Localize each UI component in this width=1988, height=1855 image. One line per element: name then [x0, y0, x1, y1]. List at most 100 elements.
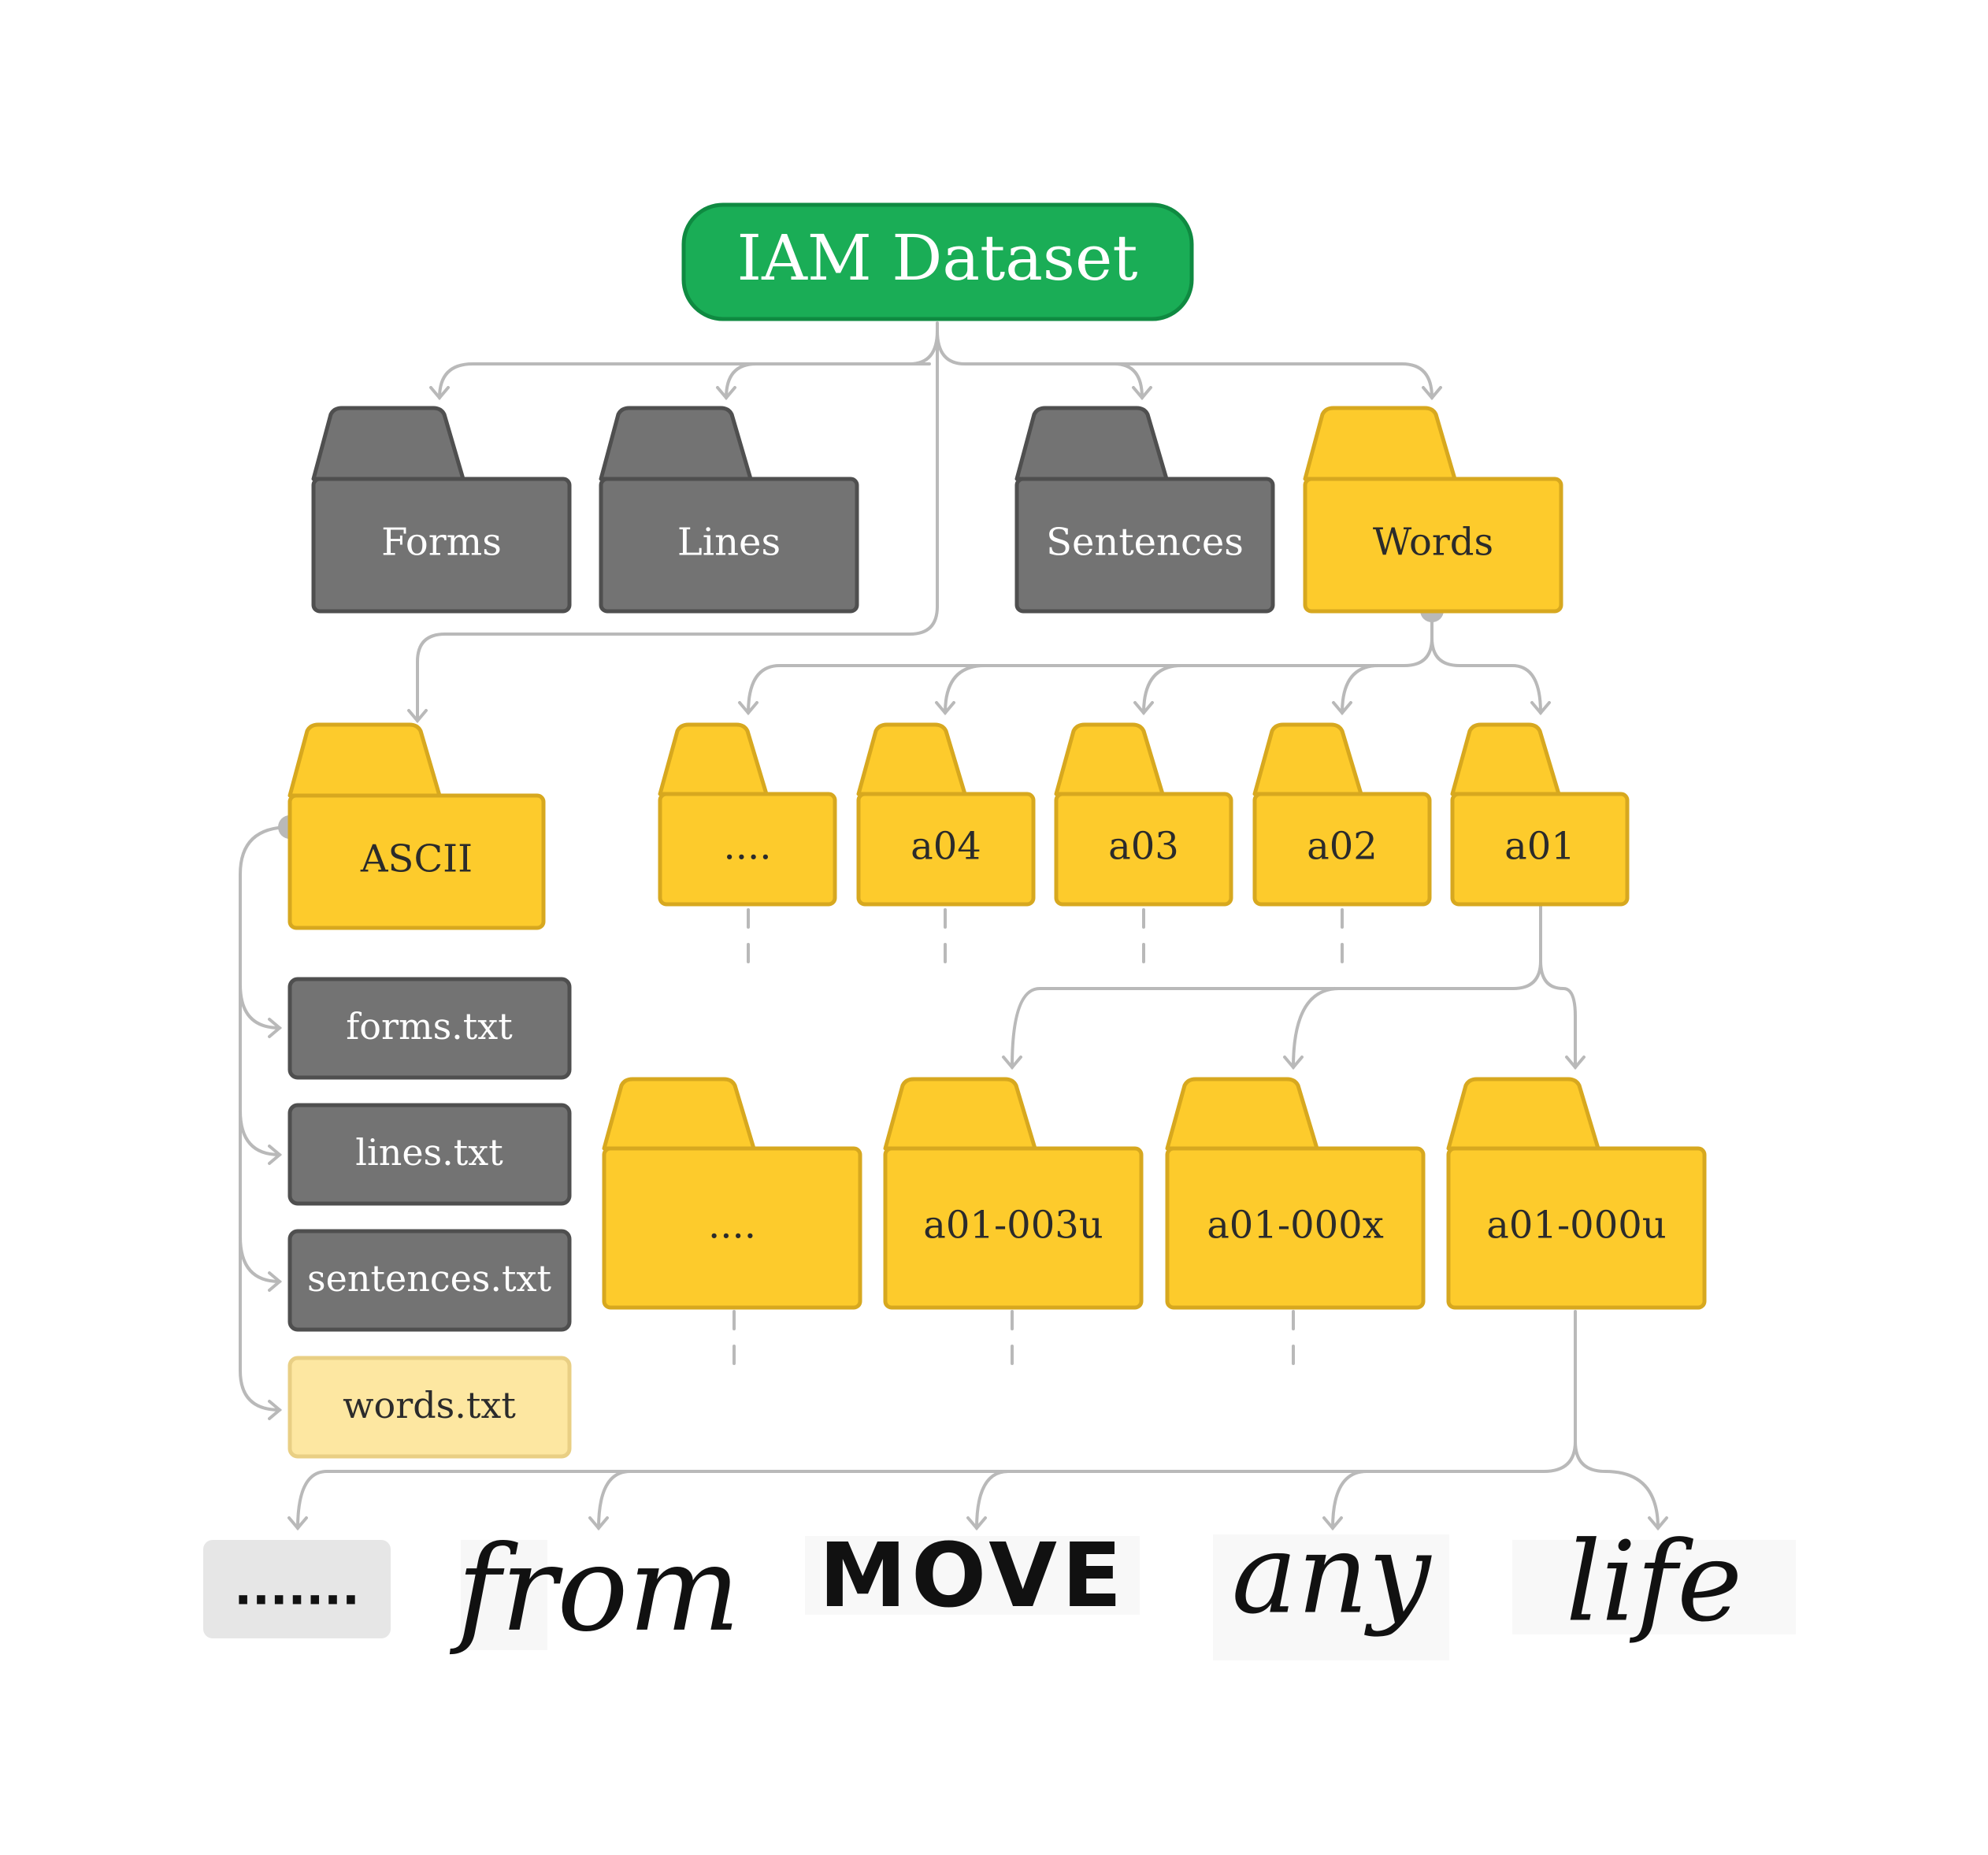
connector-samples-life — [1574, 1440, 1668, 1531]
folder-word-sub-2[interactable]: a03 — [1054, 722, 1233, 907]
folder-word-sub-2-body — [1054, 792, 1233, 907]
folder-words[interactable]: Words — [1303, 406, 1563, 614]
word-sample-any-label: any — [1232, 1511, 1433, 1639]
folder-word-sub-0-tab — [658, 722, 769, 796]
folder-a01-sub-0-label: .... — [708, 1204, 756, 1248]
folder-sentences-body — [1014, 477, 1275, 614]
file-lines-txt[interactable]: lines.txt — [287, 1103, 572, 1206]
folder-sentences-tab — [1014, 406, 1169, 481]
file-box — [287, 977, 572, 1080]
file-forms-txt[interactable]: forms.txt — [287, 977, 572, 1080]
folder-words-body — [1303, 477, 1563, 614]
word-sample-placeholder-label: ....... — [234, 1561, 360, 1616]
connector-words-dots — [738, 609, 1434, 716]
folder-a01-sub-2-label: a01-000x — [1207, 1204, 1384, 1248]
folder-a01-sub-3-label: a01-000u — [1486, 1204, 1666, 1248]
folder-word-sub-2-tab — [1054, 722, 1165, 796]
connector-root-sentences — [936, 329, 1152, 401]
dashed-continuations — [733, 908, 1344, 1376]
file-label: words.txt — [343, 1384, 516, 1426]
connector-ascii-lines — [239, 1109, 283, 1165]
word-sample-move-label: MOVE — [819, 1525, 1127, 1627]
connector-root-trunk — [407, 321, 939, 724]
folder-word-sub-3[interactable]: a02 — [1252, 722, 1432, 907]
ascii-files: forms.txt lines.txt sentences.txt words.txt — [287, 977, 572, 1459]
word-sample-move[interactable]: MOVE — [805, 1525, 1140, 1627]
folder-sentences[interactable]: Sentences — [1014, 406, 1275, 614]
folder-word-sub-1[interactable]: a04 — [856, 722, 1036, 907]
folder-ascii-tab — [287, 722, 442, 798]
word-sample-life-label: life — [1566, 1519, 1742, 1647]
folder-forms-tab — [311, 406, 465, 481]
folder-ascii[interactable]: ASCII — [287, 722, 546, 930]
file-label: forms.txt — [346, 1005, 513, 1048]
file-sentences-txt[interactable]: sentences.txt — [287, 1229, 572, 1332]
word-sample-from-label: from — [449, 1521, 740, 1658]
folder-forms[interactable]: Forms — [311, 406, 572, 614]
connectors — [239, 321, 1668, 1531]
connector-samples-from — [588, 1470, 632, 1531]
file-label: lines.txt — [355, 1131, 503, 1174]
connector-words-a03 — [1133, 664, 1183, 716]
file-box — [287, 1356, 572, 1459]
folder-a01-sub-0[interactable]: .... — [602, 1077, 862, 1310]
folder-word-sub-3-tab — [1252, 722, 1363, 796]
connector-words-a04 — [935, 664, 986, 716]
word-sample-placeholder[interactable]: ....... — [203, 1540, 391, 1638]
folder-a01-sub-0-body — [602, 1146, 862, 1310]
connector-words-a02 — [1332, 664, 1380, 716]
folder-a01-sub-3[interactable]: a01-000u — [1446, 1077, 1707, 1310]
folder-word-sub-0-label: .... — [723, 825, 771, 869]
folder-word-sub-2-label: a03 — [1108, 825, 1179, 869]
connector-samples-move — [966, 1470, 1010, 1531]
connector-root-words — [1101, 362, 1442, 401]
folder-word-sub-4[interactable]: a01 — [1450, 722, 1630, 907]
folder-a01-sub-1[interactable]: a01-003u — [883, 1077, 1144, 1310]
connector-a01-000u — [1539, 959, 1586, 1070]
connector-ascii-forms — [239, 983, 283, 1038]
file-box — [287, 1229, 572, 1332]
connector-root-lines — [716, 362, 931, 401]
folder-forms-label: Forms — [381, 521, 502, 565]
root-node[interactable]: IAM Dataset — [681, 202, 1194, 321]
folder-words-tab — [1303, 406, 1457, 481]
folder-word-sub-1-label: a04 — [911, 825, 981, 869]
folder-lines-body — [599, 477, 859, 614]
folder-lines[interactable]: Lines — [599, 406, 859, 614]
folder-word-sub-0[interactable]: .... — [658, 722, 837, 907]
folder-word-sub-4-tab — [1450, 722, 1561, 796]
folder-word-sub-4-body — [1450, 792, 1630, 907]
folder-forms-body — [311, 477, 572, 614]
connector-ascii-sentences — [239, 1235, 283, 1292]
root-label: IAM Dataset — [737, 221, 1138, 295]
connector-a01-trunk — [1002, 904, 1542, 1070]
folder-ascii-body — [287, 793, 546, 930]
connector-samples-any — [1322, 1470, 1368, 1531]
folder-lines-label: Lines — [677, 521, 781, 565]
folder-word-sub-3-label: a02 — [1307, 825, 1378, 869]
folder-words-label: Words — [1373, 521, 1493, 565]
word-sample-life[interactable]: life — [1512, 1519, 1796, 1647]
folder-a01-sub-2[interactable]: a01-000x — [1165, 1077, 1426, 1310]
file-box — [287, 1103, 572, 1206]
word-sample-any[interactable]: any — [1213, 1511, 1449, 1661]
folder-word-sub-1-tab — [856, 722, 967, 796]
folder-a01-sub-2-body — [1165, 1146, 1426, 1310]
folder-word-sub-4-label: a01 — [1504, 825, 1575, 869]
connector-ascii-files — [239, 825, 291, 1420]
folder-a01-sub-1-body — [883, 1146, 1144, 1310]
folder-a01-sub-3-tab — [1446, 1077, 1600, 1151]
folder-a01-sub-1-tab — [883, 1077, 1037, 1151]
file-words-txt[interactable]: words.txt — [287, 1356, 572, 1459]
folder-a01-sub-1-label: a01-003u — [923, 1204, 1103, 1248]
folder-ascii-label: ASCII — [360, 837, 473, 881]
connector-words-a01 — [1430, 636, 1551, 716]
folder-lines-tab — [599, 406, 753, 481]
folder-word-sub-0-body — [658, 792, 837, 907]
word-sample-from[interactable]: from — [449, 1521, 740, 1658]
word-samples: ....... from MOVE any life — [203, 1511, 1796, 1661]
connector-root-forms — [429, 329, 939, 401]
